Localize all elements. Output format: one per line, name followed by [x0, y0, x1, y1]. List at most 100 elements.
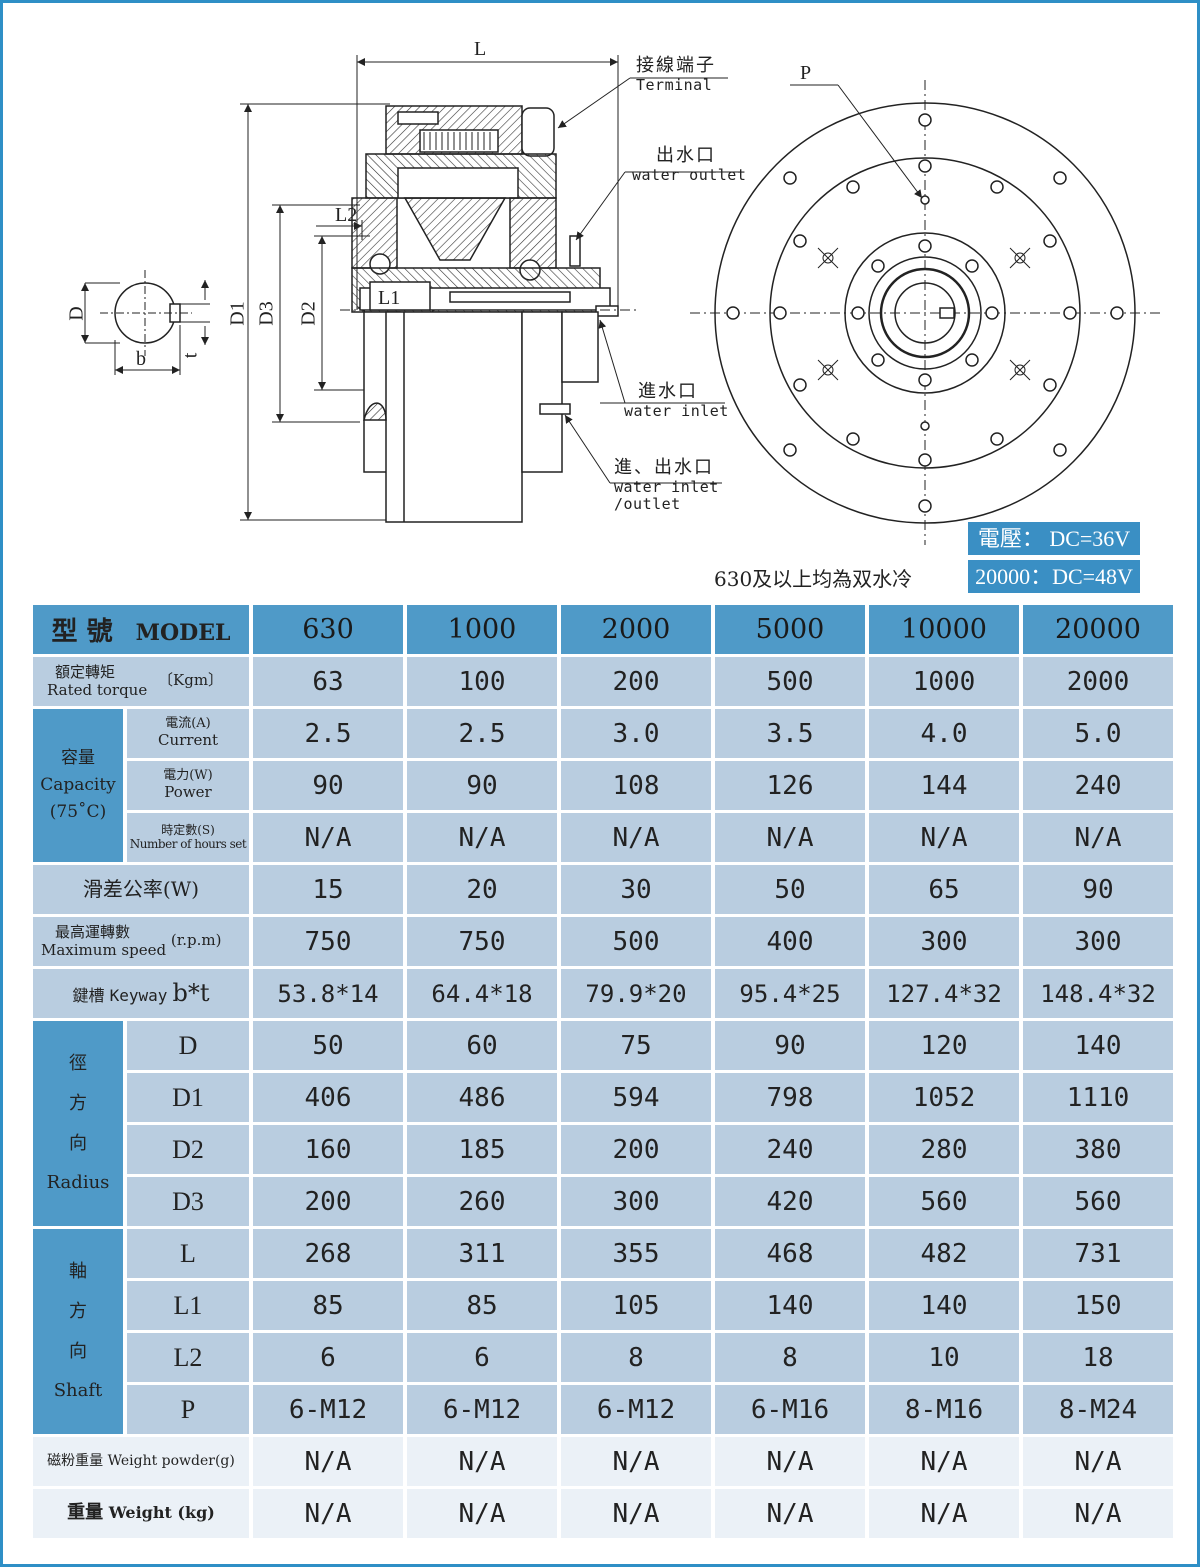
shaft-row-L: 軸 方 向 Shaft L 268 311 355 468 482 731 [33, 1229, 1173, 1434]
current-cell: 5.0 [1023, 709, 1173, 758]
shaft-key: L2 [127, 1333, 249, 1382]
hours-cell: N/A [715, 813, 865, 862]
powder-weight-cell: N/A [1023, 1437, 1173, 1486]
dim-label-D1: D1 [226, 301, 249, 326]
keyway-cell: 53.8*14 [253, 969, 403, 1018]
spec-table: 型 號 MODEL 630 1000 2000 5000 10000 20000… [29, 602, 1177, 1541]
callout-terminal: 接線端子 Terminal [636, 55, 716, 94]
weight-cell: N/A [1023, 1489, 1173, 1538]
shaft-cell: 8 [715, 1333, 865, 1382]
power-cell: 240 [1023, 761, 1173, 810]
shaft-cell: 8-M24 [1023, 1385, 1173, 1434]
dim-label-t: t [179, 352, 202, 359]
powder-weight-row: 磁粉重量 Weight powder(g) N/A N/A N/A N/A N/… [33, 1437, 1173, 1486]
callout-inlet-en: water inlet [624, 401, 729, 420]
powder-weight-label: 磁粉重量 Weight powder(g) [33, 1437, 249, 1486]
keyway-sym: b*t [172, 978, 210, 1007]
hours-row: 時定數(S) Number of hours set N/A N/A N/A N… [33, 813, 1173, 862]
shaft-cell: 268 [253, 1229, 403, 1278]
rated-torque-cell: 500 [715, 657, 865, 706]
slip-power-cell: 30 [561, 865, 711, 914]
radius-cell: 185 [407, 1125, 557, 1174]
shaft-group-label: 軸 方 向 Shaft [33, 1229, 123, 1434]
shaft-en: Shaft [53, 1380, 103, 1402]
power-cell: 126 [715, 761, 865, 810]
shaft-cell: 355 [561, 1229, 711, 1278]
radius-cell: 50 [253, 1021, 403, 1070]
max-speed-cell: 400 [715, 917, 865, 966]
weight-cell: N/A [561, 1489, 711, 1538]
radius-cell: 560 [1023, 1177, 1173, 1226]
shaft-row-L1: L1 85 85 105 140 140 150 [33, 1281, 1173, 1330]
power-cell: 90 [407, 761, 557, 810]
max-speed-zh: 最高運轉數 [55, 923, 131, 942]
callout-outlet-en: water outlet [632, 165, 747, 184]
model-header-cell: 型 號 MODEL [33, 605, 249, 654]
power-cell: 90 [253, 761, 403, 810]
shaft-cell: 6-M12 [561, 1385, 711, 1434]
shaft-cell: 731 [1023, 1229, 1173, 1278]
hours-label: 時定數(S) Number of hours set [127, 813, 249, 862]
model-header-zh: 型 號 [51, 617, 113, 647]
radius-cell: 260 [407, 1177, 557, 1226]
shaft-cell: 468 [715, 1229, 865, 1278]
radius-cell: 200 [253, 1177, 403, 1226]
radius-cell: 120 [869, 1021, 1019, 1070]
radius-cell: 486 [407, 1073, 557, 1122]
radius-row-D1: D1 406 486 594 798 1052 1110 [33, 1073, 1173, 1122]
hours-cell: N/A [407, 813, 557, 862]
keyway-cell: 79.9*20 [561, 969, 711, 1018]
shaft-cell: 8-M16 [869, 1385, 1019, 1434]
keyway-cell: 64.4*18 [407, 969, 557, 1018]
radius-en: Radius [46, 1172, 110, 1194]
radius-row-D: 徑 方 向 Radius D 50 60 75 90 120 140 [33, 1021, 1173, 1226]
slip-power-label: 滑差公率(W) [33, 865, 249, 914]
power-cell: 108 [561, 761, 711, 810]
shaft-zh-0: 軸 [69, 1261, 87, 1283]
keyway-zh: 鍵槽 [72, 985, 105, 1005]
keyway-cell: 148.4*32 [1023, 969, 1173, 1018]
max-speed-en: Maximum speed [41, 940, 167, 959]
shaft-cell: 311 [407, 1229, 557, 1278]
callout-water-inlet-outlet: 進、出水口 water inlet /outlet [614, 457, 719, 513]
rated-torque-cell: 200 [561, 657, 711, 706]
current-cell: 3.5 [715, 709, 865, 758]
radius-key: D3 [127, 1177, 249, 1226]
radius-cell: 300 [561, 1177, 711, 1226]
dim-label-L2: L2 [335, 204, 358, 226]
shaft-cell: 6-M12 [253, 1385, 403, 1434]
header-row: 型 號 MODEL 630 1000 2000 5000 10000 20000 [33, 605, 1173, 654]
radius-cell: 594 [561, 1073, 711, 1122]
rated-torque-cell: 100 [407, 657, 557, 706]
keyway-row: 鍵槽 Keyway b*t 53.8*14 64.4*18 79.9*20 95… [33, 969, 1173, 1018]
radius-cell: 280 [869, 1125, 1019, 1174]
hours-zh: 時定數(S) [161, 822, 215, 837]
current-cell: 2.5 [407, 709, 557, 758]
rated-torque-en: Rated torque [47, 680, 148, 699]
shaft-key: P [127, 1385, 249, 1434]
dim-label-L1: L1 [378, 287, 401, 309]
rated-torque-unit: 〔Kgm〕 [158, 670, 224, 689]
weight-cell: N/A [715, 1489, 865, 1538]
weight-en: Weight (kg) [108, 1503, 215, 1523]
slip-power-cell: 20 [407, 865, 557, 914]
shaft-end-view [81, 270, 210, 375]
voltage-badge-dc48: 20000：DC=48V [968, 560, 1140, 593]
max-speed-cell: 300 [1023, 917, 1173, 966]
current-en: Current [157, 731, 219, 749]
shaft-cell: 482 [869, 1229, 1019, 1278]
keyway-cell: 127.4*32 [869, 969, 1019, 1018]
powder-weight-en: Weight powder(g) [107, 1453, 235, 1470]
callout-inlet-zh: 進水口 [638, 381, 698, 402]
dim-label-D2: D2 [297, 301, 320, 326]
keyway-cell: 95.4*25 [715, 969, 865, 1018]
dim-label-P: P [800, 62, 812, 84]
power-row: 電力(W) Power 90 90 108 126 144 240 [33, 761, 1173, 810]
slip-power-cell: 15 [253, 865, 403, 914]
capacity-zh: 容量 [61, 747, 95, 768]
callout-water-inlet: 進水口 water inlet [624, 381, 729, 420]
side-section-view [340, 105, 640, 523]
radius-row-D3: D3 200 260 300 420 560 560 [33, 1177, 1173, 1226]
radius-cell: 60 [407, 1021, 557, 1070]
capacity-en: Capacity [40, 774, 116, 795]
